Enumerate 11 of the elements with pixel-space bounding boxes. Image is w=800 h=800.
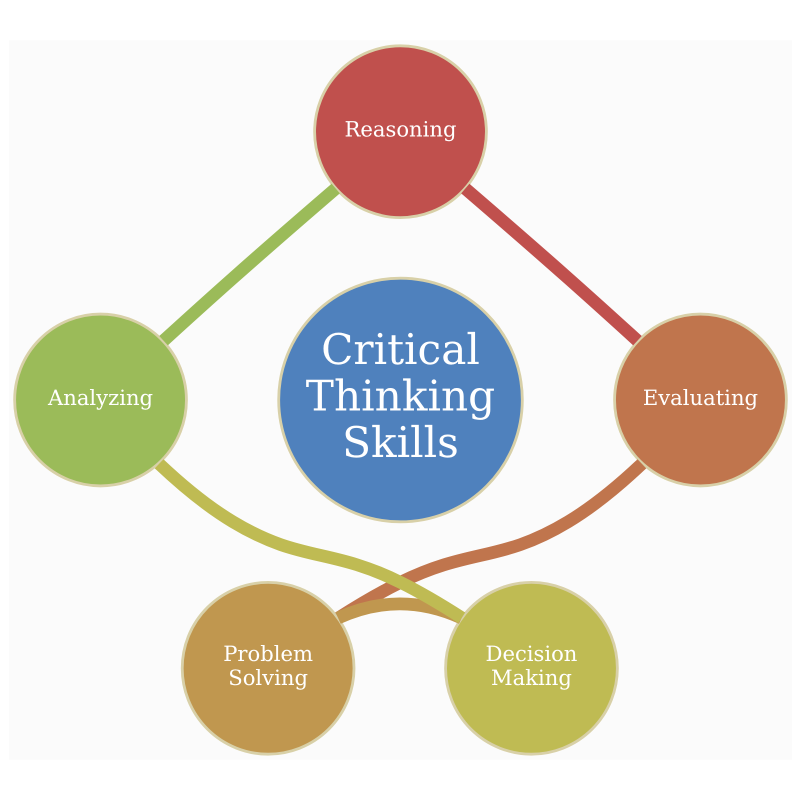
- connector: [158, 184, 340, 346]
- connector: [335, 598, 464, 624]
- node-circle: Reasoning: [312, 44, 488, 220]
- node-circle: Critical Thinking Skills: [276, 276, 524, 524]
- node-circle: Decision Making: [444, 580, 618, 756]
- node-circle: Problem Solving: [180, 580, 355, 756]
- node-circle: Evaluating: [612, 312, 788, 488]
- connector: [460, 184, 642, 346]
- connector: [334, 459, 646, 624]
- connector: [154, 459, 465, 624]
- node-circle: Analyzing: [12, 312, 188, 488]
